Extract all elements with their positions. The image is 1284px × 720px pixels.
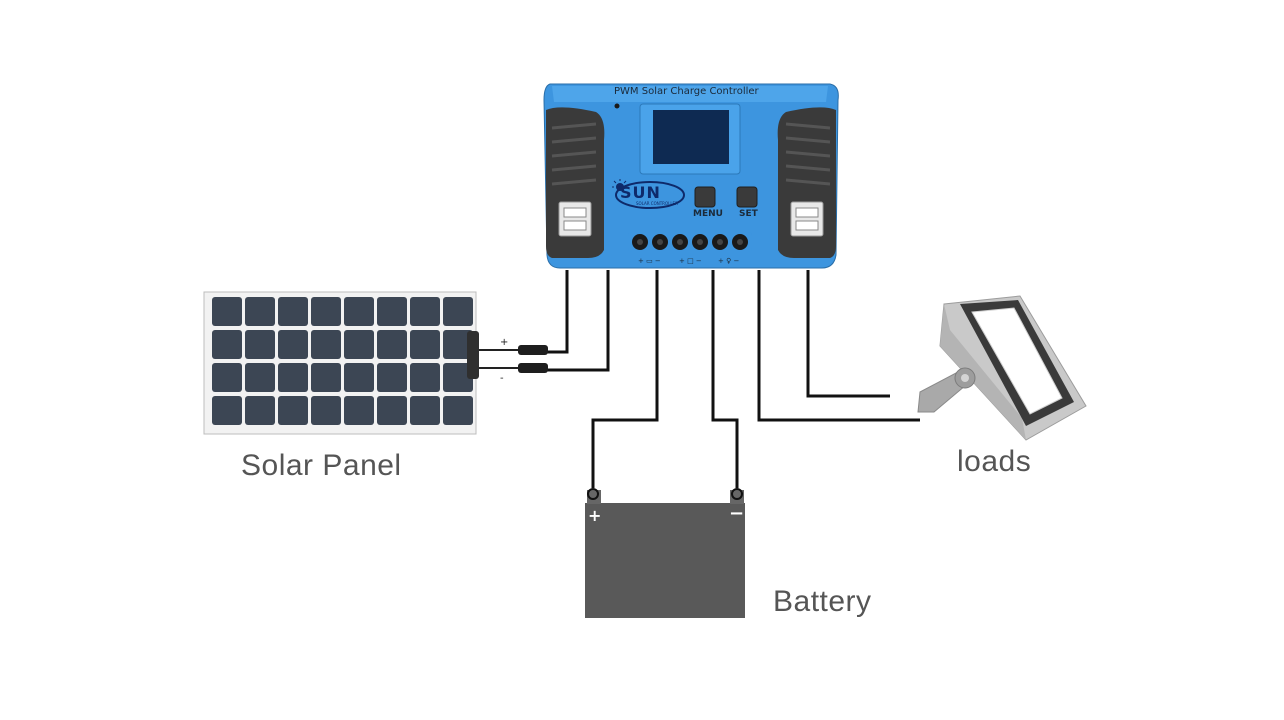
usb-port-icon [790,201,824,237]
solar-panel-icon: + - [203,291,548,435]
floodlight-icon [917,295,1087,441]
solar-cell [410,363,440,392]
solar-cell [344,396,374,425]
solar-cell [245,297,275,326]
usb-port-icon [558,201,592,237]
solar-cell [344,330,374,359]
terminal-screw-head [717,239,723,245]
solar-cell [311,363,341,392]
wire-solar-positive [546,270,569,354]
battery-label: Battery [773,585,872,618]
battery-negative-mark: − [729,503,744,524]
solar-cell [344,363,374,392]
solar-cell [212,330,242,359]
solar-cell [443,297,473,326]
terminal-screw-head [677,239,683,245]
terminal-screw-head [657,239,663,245]
loads-label: loads [957,445,1032,478]
solar-cell [344,297,374,326]
solar-cell [278,297,308,326]
mc4-positive-connector [518,345,548,355]
solar-cell [212,396,242,425]
solar-cell [245,363,275,392]
sun-icon [612,179,627,191]
solar-cell [377,363,407,392]
menu-button-label: MENU [693,209,723,219]
set-button-label: SET [739,209,758,219]
svg-text:+: + [500,337,508,348]
mc4-negative-connector [518,363,548,373]
terminal-block [628,232,752,252]
solar-cell [212,297,242,326]
solar-cell [311,396,341,425]
solar-cell [278,363,308,392]
solar-cells [212,297,473,425]
solar-cell [377,396,407,425]
solar-cell [443,396,473,425]
wire-solar-negative [546,270,610,372]
svg-text:+ ♀ −: + ♀ − [718,257,739,265]
solar-cell [212,363,242,392]
battery-icon: + − [585,488,745,618]
brand-subtitle: SOLAR CONTROLLER [636,201,678,206]
solar-panel-label: Solar Panel [241,449,402,482]
terminal-screw-head [637,239,643,245]
svg-text:-: - [500,373,504,384]
solar-cell [410,330,440,359]
wire-load-positive [757,270,920,422]
solar-cell [410,297,440,326]
solar-cell [443,363,473,392]
solar-cell [443,330,473,359]
wire-load-negative [806,270,890,398]
solar-cell [245,396,275,425]
controller-title: PWM Solar Charge Controller [614,86,759,97]
wires [546,270,920,488]
brand-name: SUN [620,183,661,202]
solar-cell [377,297,407,326]
battery-positive-mark: + [588,506,601,525]
menu-button[interactable] [694,186,716,208]
terminal-screw-head [737,239,743,245]
solar-cell [245,330,275,359]
solar-cell [311,330,341,359]
solar-cell [311,297,341,326]
charge-controller: + ▭ − + □ − + ♀ − [543,83,839,269]
wire-battery-negative [711,270,739,488]
solar-cell [278,330,308,359]
solar-cell [278,396,308,425]
svg-text:+ ▭ −: + ▭ − [638,257,661,265]
wire-battery-positive [591,270,659,488]
solar-cell [377,330,407,359]
brand-logo [615,181,685,209]
set-button[interactable] [736,186,758,208]
terminal-screw-head [697,239,703,245]
solar-cell [410,396,440,425]
svg-text:+ □ −: + □ − [679,257,702,265]
